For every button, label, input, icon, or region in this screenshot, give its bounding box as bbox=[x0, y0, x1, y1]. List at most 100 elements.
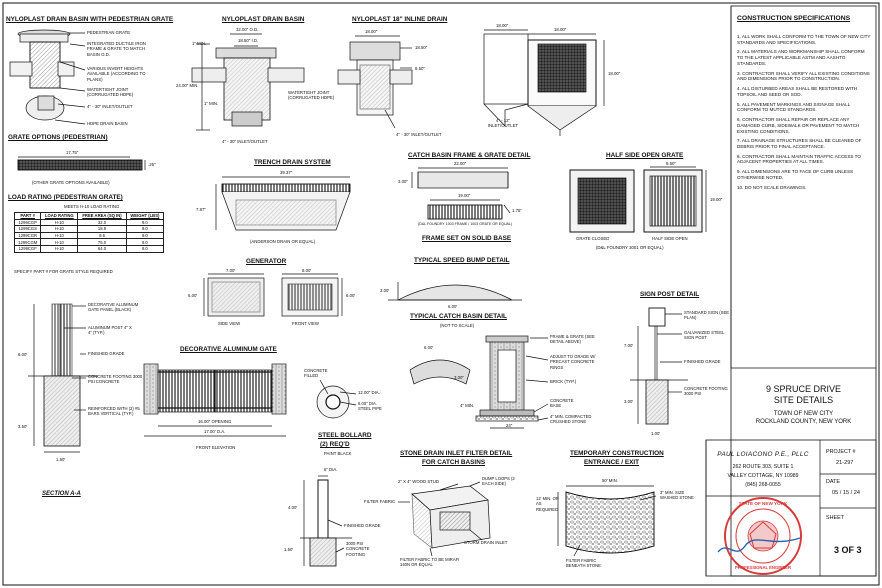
dim-half-height: 19.00" bbox=[710, 197, 723, 202]
table-cell: 64.0 bbox=[77, 244, 127, 253]
date-label: DATE bbox=[826, 479, 840, 485]
dim-half-width: 9.50" bbox=[666, 161, 676, 166]
firm-address-1: 262 ROUTE 303, SUITE 1 bbox=[732, 464, 794, 470]
callout-integrated-frame: INTEGRATED DUCTILE IRON FRAME & GRATE TO… bbox=[87, 41, 146, 57]
aluminum-gate-title: DECORATIVE ALUMINUM GATE bbox=[180, 346, 277, 353]
basin-callout-joint: WATERTIGHT JOINT (CORRUGATED HDPE) bbox=[288, 90, 335, 101]
dim-basin-id: 18.50" I.D. bbox=[238, 38, 259, 43]
cb-plan-callout: 4" - 12" INLET/OUTLET bbox=[487, 118, 519, 129]
dim-gate-overall: 17.00' O.A. bbox=[204, 429, 226, 434]
table-cell: 9.6 bbox=[77, 231, 127, 240]
dim-tcb-height: 3.00" bbox=[454, 375, 464, 380]
table-cell: 1299CGS bbox=[13, 225, 42, 233]
dim-inline-depth: 8.50" bbox=[415, 66, 425, 71]
load-rating-title: LOAD RATING (PEDESTRIAN GRATE) bbox=[8, 194, 123, 201]
dim-grate-length: 17.75" bbox=[66, 150, 79, 155]
bollard-callout-grade: FINISHED GRADE bbox=[344, 523, 381, 528]
dim-grate-width: 19.00" bbox=[458, 193, 471, 198]
gate-front-elevation: FRONT ELEVATION bbox=[196, 445, 236, 450]
dim-basin-height: 24.00" MIN. bbox=[176, 83, 199, 88]
dim-inline-width: 18.00" bbox=[365, 29, 378, 34]
nyloplast-pedestrian-title: NYLOPLAST DRAIN BASIN WITH PEDESTRIAN GR… bbox=[6, 16, 174, 23]
section-callout-panel: DECORATIVE ALUMINUM GATE PANEL (BLACK) bbox=[88, 302, 139, 313]
dim-section-footing-depth: 3.50' bbox=[18, 424, 28, 429]
column-header: FREE AREA (SQ IN) bbox=[77, 212, 127, 220]
inlet-callout-stud: 2" X 4" WOOD STUD bbox=[398, 479, 440, 484]
cb-frame-note: (D&L FOUNDRY 1003 FRAME / 1003 GRATE OR … bbox=[418, 222, 513, 226]
spec-item: 6. CONTRACTOR SHALL REPAIR OR REPLACE AN… bbox=[737, 117, 860, 134]
inlet-callout-drain: STORM DRAIN INLET bbox=[464, 540, 508, 545]
steel-bollard-title: STEEL BOLLARD bbox=[318, 432, 372, 439]
table-row: 1299CGR H-10 9.6 9.0 bbox=[13, 231, 165, 240]
dim-sign-footing-depth: 3.00' bbox=[624, 399, 634, 404]
seal-text-bottom: PROFESSIONAL ENGINEER bbox=[735, 565, 791, 570]
table-cell: 1299CGP bbox=[13, 218, 42, 227]
dim-sign-footing-width: 1.00' bbox=[651, 431, 661, 436]
dim-section-post-height: 6.00' bbox=[18, 352, 28, 357]
spec-item: 10. DO NOT SCALE DRAWINGS. bbox=[737, 184, 807, 190]
date-value: 05 / 15 / 24 bbox=[832, 490, 860, 496]
table-cell: 1299CGM bbox=[13, 238, 42, 246]
firm-address-2: VALLEY COTTAGE, NY 10989 bbox=[727, 473, 799, 479]
steel-bollard-subtitle: (2) REQ'D bbox=[320, 441, 350, 448]
project-number-label: PROJECT # bbox=[826, 449, 856, 455]
tcb-callout-frame: FRAME & GRATE (SEE DETAIL ABOVE) bbox=[550, 334, 595, 345]
dim-tcb-width: 6.00' bbox=[424, 345, 434, 350]
table-cell: H-10 bbox=[40, 225, 79, 233]
stone-inlet-subtitle: FOR CATCH BASINS bbox=[422, 459, 486, 466]
spec-item: 2. ALL MATERIALS AND WORKMANSHIP SHALL C… bbox=[737, 49, 865, 66]
dim-grate-depth: 1.75" bbox=[512, 208, 522, 213]
callout-invert-heights: VARIOUS INVERT HEIGHTS AVAILABLE (ACCORD… bbox=[87, 66, 146, 82]
dim-trench-length: 39.37" bbox=[280, 170, 293, 175]
cb-frame-subtitle: FRAME SET ON SOLID BASE bbox=[422, 235, 512, 242]
bollard-callout-pipe: 6.00" DIA. STEEL PIPE bbox=[358, 401, 382, 412]
dim-gate-opening: 16.00" OPENING bbox=[198, 419, 232, 424]
table-cell: 1299CGF bbox=[13, 244, 42, 253]
sign-post-title: SIGN POST DETAIL bbox=[640, 291, 700, 298]
generator-title: GENERATOR bbox=[246, 258, 287, 265]
firm-name: PAUL LOIACONO P.E., PLLC bbox=[717, 451, 809, 458]
dim-section-footing-width: 1.50' bbox=[56, 457, 66, 462]
dim-frame-width: 22.00" bbox=[454, 161, 467, 166]
spec-item: 8. CONTRACTOR SHALL MAINTAIN TRAFFIC ACC… bbox=[737, 153, 861, 165]
table-header-row: PART # LOAD RATING FREE AREA (SQ IN) WEI… bbox=[13, 212, 165, 220]
tcb-callout-brick: BRICK (TYP.) bbox=[550, 379, 577, 384]
dim-frame-height: 3.00" bbox=[398, 179, 408, 184]
grate-options-title: GRATE OPTIONS (PEDESTRIAN) bbox=[8, 134, 108, 141]
stone-inlet-title: STONE DRAIN INLET FILTER DETAIL bbox=[400, 450, 513, 457]
dim-cb-plan-side: 18.00" bbox=[608, 71, 621, 76]
specs-title: CONSTRUCTION SPECIFICATIONS bbox=[737, 15, 851, 22]
dim-basin-bottom-min: 1" MIN. bbox=[204, 101, 219, 106]
dim-gen-front-length: 8.00' bbox=[302, 268, 312, 273]
table-cell: 1299CGR bbox=[13, 231, 42, 240]
town-line-1: TOWN OF NEW CITY bbox=[773, 411, 834, 417]
dim-entrance-length: 50' MIN. bbox=[602, 478, 618, 483]
label-front-view: FRONT VIEW bbox=[292, 321, 319, 326]
callout-watertight-joint: WATERTIGHT JOINT (CORRUGATED HDPE) bbox=[87, 87, 134, 98]
section-callout-grade: FINISHED GRADE bbox=[88, 351, 125, 356]
speed-bump-title: TYPICAL SPEED BUMP DETAIL bbox=[414, 257, 510, 264]
dim-tcb-min: 4" MIN. bbox=[460, 403, 475, 408]
section-callout-rebar: REINFORCED WITH (2) #5 BARS VERTICAL (TY… bbox=[88, 406, 140, 417]
dim-gen-side-length: 7.00' bbox=[226, 268, 236, 273]
spec-item: 9. ALL DIMENSIONS ARE TO FACE OF CURB UN… bbox=[737, 169, 854, 180]
dim-gen-front-height: 6.00' bbox=[346, 293, 356, 298]
dim-bollard-height: 4.00' bbox=[288, 505, 298, 510]
specs-list: 1. ALL WORK SHALL CONFORM TO THE TOWN OF… bbox=[737, 34, 871, 194]
basin-callout-inlet: 4" - 30" INLET/OUTLET bbox=[222, 139, 268, 144]
dim-grate-thickness: .25" bbox=[148, 162, 156, 167]
sheet-label: SHEET bbox=[826, 515, 844, 521]
dim-bollard-diameter: 6" DIA. bbox=[324, 467, 338, 472]
entrance-callout-fabric: FILTER FABRIC BENEATH STONE bbox=[566, 558, 601, 569]
dim-speed-bump-length: 6.00' bbox=[448, 304, 458, 309]
construction-entrance-title: TEMPORARY CONSTRUCTION bbox=[570, 450, 664, 457]
load-rating-note: SPECIFY PART # FOR GRATE STYLE REQUIRED bbox=[14, 269, 113, 274]
section-callout-footing: CONCRETE FOOTING 3000 PSI CONCRETE bbox=[88, 374, 143, 385]
label-grate-closed: GRATE CLOSED bbox=[576, 236, 610, 241]
table-cell: 9.0 bbox=[125, 218, 165, 227]
label-half-open: HALF SIDE OPEN bbox=[652, 236, 688, 241]
typical-catch-basin-title: TYPICAL CATCH BASIN DETAIL bbox=[410, 313, 507, 320]
sheet-number: 3 OF 3 bbox=[834, 545, 862, 555]
